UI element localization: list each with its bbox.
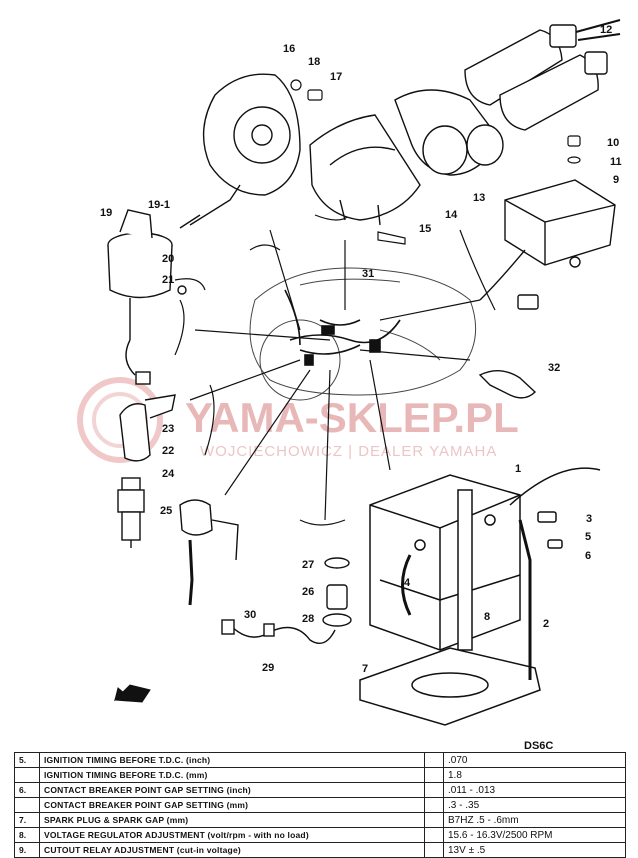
row-number: 7.: [14, 812, 40, 828]
row-label: IGNITION TIMING BEFORE T.D.C. (mm): [39, 767, 425, 783]
row-label: CUTOUT RELAY ADJUSTMENT (cut-in voltage): [39, 842, 425, 858]
watermark-logo: [77, 377, 163, 463]
callout-17: 17: [330, 71, 342, 83]
clamp-32: [478, 370, 537, 399]
callout-numbers: 1 2 3 4 5 6 7 8 9 10 11 12 13 14 15 16 1…: [100, 24, 622, 675]
row-value: 15.6 - 16.3V/2500 RPM: [443, 827, 626, 843]
leader-lines: [189, 229, 481, 521]
callout-32: 32: [548, 362, 560, 374]
row-number: 6.: [14, 782, 40, 798]
callout-12: 12: [600, 24, 612, 36]
callout-2: 2: [543, 618, 549, 630]
row-spacer: [424, 752, 444, 768]
callout-16: 16: [283, 43, 295, 55]
callout-10: 10: [607, 137, 619, 149]
row-label: SPARK PLUG & SPARK GAP (mm): [39, 812, 425, 828]
wire-harness: [284, 289, 401, 366]
callout-30: 30: [244, 609, 256, 621]
callout-5: 5: [585, 531, 591, 543]
row-value: 1.8: [443, 767, 626, 783]
callout-19-1: 19-1: [148, 199, 170, 211]
socket-26-27: [322, 557, 352, 627]
table-row: CONTACT BREAKER POINT GAP SETTING (mm) .…: [14, 797, 626, 813]
callout-27: 27: [302, 559, 314, 571]
row-spacer: [424, 782, 444, 798]
row-value: B7HZ .5 - .6mm: [443, 812, 626, 828]
bracket-curves: [174, 214, 496, 526]
ignition-switch: [107, 209, 187, 385]
row-spacer: [424, 812, 444, 828]
screw-washer-10-11: [567, 135, 581, 164]
table-row: 7. SPARK PLUG & SPARK GAP (mm) B7HZ .5 -…: [14, 812, 626, 828]
callout-14: 14: [445, 209, 458, 221]
row-value: .3 - .35: [443, 797, 626, 813]
table-row: 5. IGNITION TIMING BEFORE T.D.C. (inch) …: [14, 752, 626, 768]
row-number: [14, 767, 40, 783]
callout-31: 31: [362, 268, 374, 280]
callout-7: 7: [362, 663, 368, 675]
row-label: CONTACT BREAKER POINT GAP SETTING (inch): [39, 782, 425, 798]
callout-23: 23: [162, 423, 174, 435]
watermark-subtitle: WOJCIECHOWICZ | DEALER YAMAHA: [200, 443, 497, 460]
starter-motors: [464, 19, 621, 131]
callout-19: 19: [100, 207, 112, 219]
callout-24: 24: [162, 468, 175, 480]
table-row: 9. CUTOUT RELAY ADJUSTMENT (cut-in volta…: [14, 842, 626, 858]
wire-lead-28-30: [221, 619, 336, 644]
row-label: VOLTAGE REGULATOR ADJUSTMENT (volt/rpm -…: [39, 827, 425, 843]
voltage-regulator: [479, 179, 616, 310]
row-value: 13V ± .5: [443, 842, 626, 858]
row-label: IGNITION TIMING BEFORE T.D.C. (inch): [39, 752, 425, 768]
callout-11: 11: [610, 156, 622, 168]
callout-26: 26: [302, 586, 314, 598]
callout-22: 22: [162, 445, 174, 457]
row-value: .011 - .013: [443, 782, 626, 798]
callout-9: 9: [613, 174, 619, 186]
bolt-washer-17-18: [290, 79, 323, 101]
callout-18: 18: [308, 56, 320, 68]
row-spacer: [424, 827, 444, 843]
callout-29: 29: [262, 662, 274, 674]
callout-15: 15: [419, 223, 431, 235]
spec-table: 5. IGNITION TIMING BEFORE T.D.C. (inch) …: [14, 752, 626, 858]
callout-1: 1: [515, 463, 521, 475]
watermark-brand: YAMA-SKLEP.PL: [185, 394, 519, 441]
callout-13: 13: [473, 192, 485, 204]
row-value: .070: [443, 752, 626, 768]
battery-assembly: [359, 467, 601, 726]
row-number: 5.: [14, 752, 40, 768]
callout-8: 8: [484, 611, 490, 623]
callout-21: 21: [162, 274, 174, 286]
condenser: [179, 499, 239, 606]
callout-20: 20: [162, 253, 174, 265]
electrical-parts-diagram: YAMA-SKLEP.PL WOJCIECHOWICZ | DEALER YAM…: [77, 19, 622, 726]
model-code: DS6C: [524, 740, 554, 752]
starter-housing: [394, 89, 504, 176]
row-spacer: [424, 767, 444, 783]
row-spacer: [424, 842, 444, 858]
row-number: [14, 797, 40, 813]
spark-plug-cap: [117, 394, 176, 548]
table-row: 6. CONTACT BREAKER POINT GAP SETTING (in…: [14, 782, 626, 798]
frame-outline: [249, 267, 477, 401]
starter-cover: [309, 114, 421, 226]
callout-3: 3: [586, 513, 592, 525]
front-direction-arrow: [113, 684, 151, 703]
row-label: CONTACT BREAKER POINT GAP SETTING (mm): [39, 797, 425, 813]
row-number: 9.: [14, 842, 40, 858]
callout-28: 28: [302, 613, 314, 625]
bolt-15: [377, 231, 406, 245]
table-row: IGNITION TIMING BEFORE T.D.C. (mm) 1.8: [14, 767, 626, 783]
callout-6: 6: [585, 550, 591, 562]
row-number: 8.: [14, 827, 40, 843]
table-row: 8. VOLTAGE REGULATOR ADJUSTMENT (volt/rp…: [14, 827, 626, 843]
row-spacer: [424, 797, 444, 813]
callout-4: 4: [404, 577, 411, 589]
callout-25: 25: [160, 505, 172, 517]
watermark: YAMA-SKLEP.PL WOJCIECHOWICZ | DEALER YAM…: [77, 377, 519, 463]
generator-cover: [179, 73, 301, 229]
